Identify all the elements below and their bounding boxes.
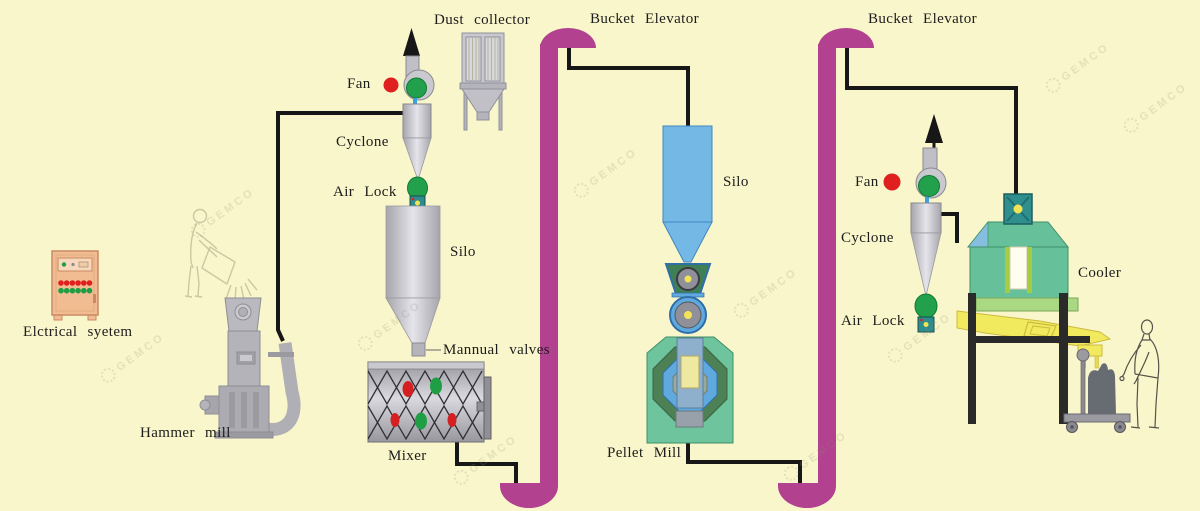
pipe-hammermill-to-cyclone [276, 111, 406, 342]
feeder-conditioner [664, 263, 712, 334]
air-lock-right [914, 293, 938, 333]
mixer-lattice [367, 369, 483, 441]
cooler-frame [968, 293, 1090, 424]
bucket-elevator-2 [778, 28, 874, 508]
worker-standing-figure [1119, 319, 1160, 429]
label-cyclone-right: Cyclone [841, 230, 894, 246]
cooler [956, 193, 1112, 424]
label-fan-right: Fan [855, 174, 879, 190]
label-cyclone-left: Cyclone [336, 134, 389, 150]
control-panel [57, 257, 93, 272]
label-mixer: Mixer [388, 448, 427, 464]
label-bucket-elevator-1: Bucket Elevator [590, 11, 700, 27]
electrical-cabinet [51, 250, 99, 321]
cyclone-right [910, 202, 942, 297]
pipe-cyclone-to-cooler [941, 212, 959, 243]
pipe-network [276, 45, 1018, 487]
bucket-elevator-1 [500, 28, 596, 508]
label-cooler: Cooler [1078, 265, 1122, 281]
silo-left [385, 205, 441, 357]
hammer-mill [199, 297, 301, 439]
filter-bags [465, 36, 501, 82]
fan-left [383, 28, 435, 106]
pipe-elevator1-to-silo [567, 45, 690, 129]
label-air-lock-right: Air Lock [841, 313, 905, 329]
worker-pouring-figure [184, 208, 258, 303]
label-silo-left: Silo [450, 244, 476, 260]
label-silo-center: Silo [723, 174, 749, 190]
exhaust-arrow-icon [403, 28, 420, 56]
red-indicator [883, 173, 901, 191]
green-indicator [918, 175, 940, 197]
red-indicator [383, 77, 399, 93]
exhaust-arrow-icon [925, 114, 943, 143]
cyclone-left [402, 103, 432, 182]
label-fan-left: Fan [347, 76, 371, 92]
pellet-mill [646, 336, 734, 444]
pipe-mixer-to-elevator1 [455, 441, 518, 487]
air-lock-left [407, 176, 428, 211]
label-pellet-mill: Pellet Mill [607, 445, 682, 461]
bag-stack [1088, 363, 1116, 414]
label-manual-valves: Mannual valves [443, 342, 550, 358]
cooler-fan [1003, 193, 1033, 225]
green-indicator-lights [58, 287, 93, 294]
fan-right [883, 114, 947, 204]
red-indicator-lights [58, 280, 93, 286]
pipe-pelletmill-to-elevator2 [686, 441, 802, 487]
silo-center [662, 125, 713, 263]
hand-truck [1063, 348, 1131, 433]
label-bucket-elevator-2: Bucket Elevator [868, 11, 978, 27]
pour-stream [225, 278, 258, 303]
green-indicator [406, 77, 427, 99]
pipe-elevator2-to-cooler [845, 45, 1018, 196]
label-hammer-mill: Hammer mill [140, 425, 231, 441]
label-electrical-system: Elctrical syetem [23, 324, 133, 340]
inspection-window [1009, 246, 1028, 290]
manual-valve-outlet [411, 342, 426, 357]
die-window [680, 355, 700, 389]
dust-collector [459, 32, 507, 131]
label-dust-collector: Dust collector [434, 12, 531, 28]
mixer [367, 361, 492, 443]
discharge-gate [483, 376, 492, 440]
label-air-lock-left: Air Lock [333, 184, 397, 200]
